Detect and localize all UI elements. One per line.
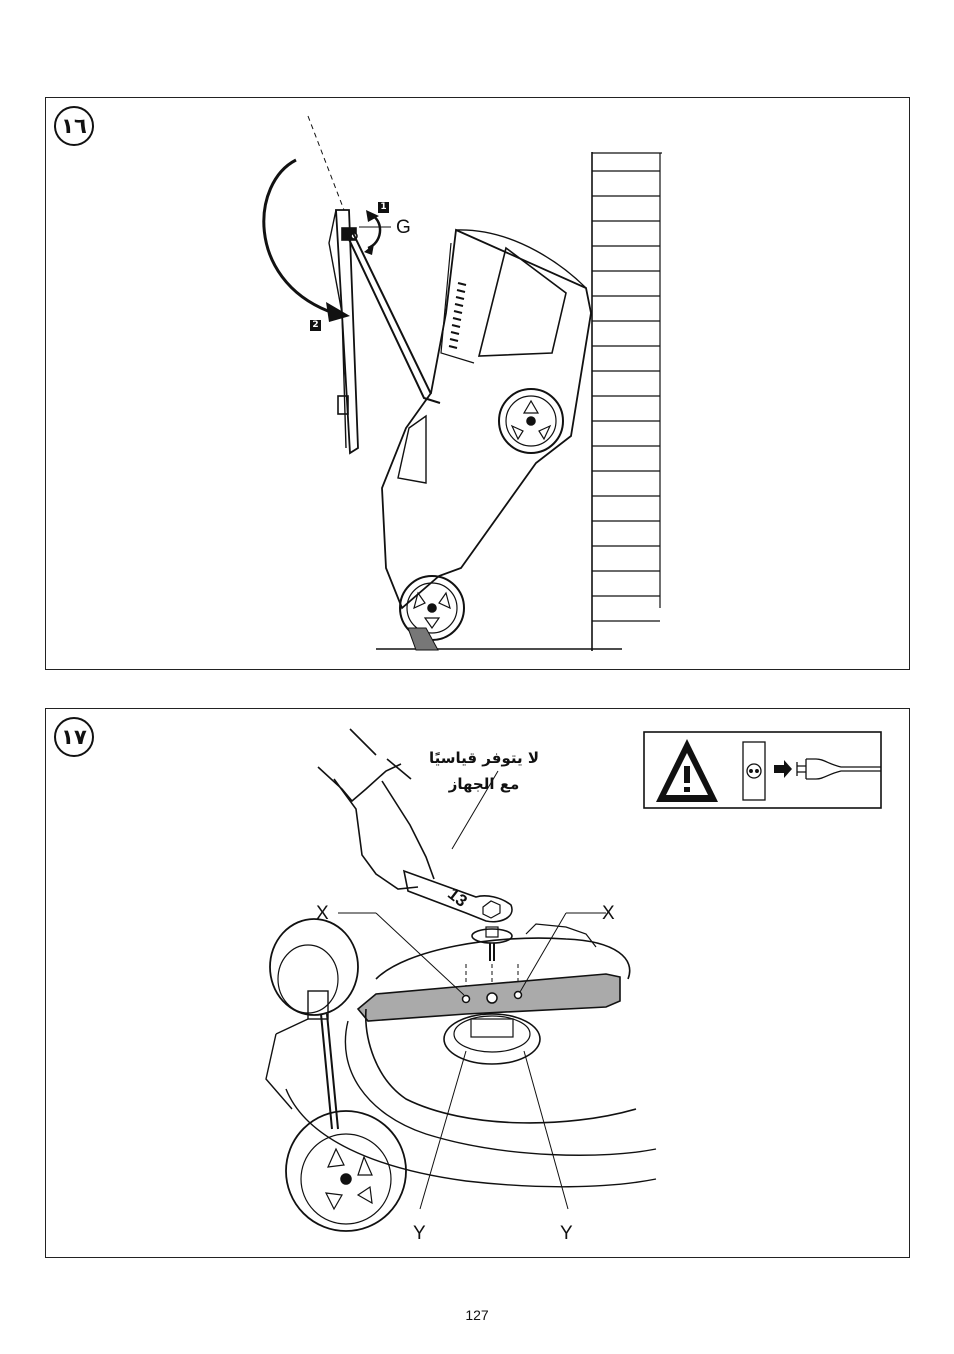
not-included-note-line-2: مع الجهاز [414,773,554,796]
wall-bricks [592,153,662,621]
step-1-marker: 1 [378,202,389,213]
label-x-left: X [316,904,329,923]
figure-17-panel: ١٧ لا يتوفر قياسيًا مع الجهاز 13 X X Y Y [45,708,910,1258]
label-y-right: Y [560,1224,573,1243]
figure-16-panel: ١٦ G 1 2 [45,97,910,670]
label-x-right: X [602,904,615,923]
figure-number-badge: ١٧ [54,717,94,757]
figure-number-badge: ١٦ [54,106,94,146]
step-2-marker: 2 [310,320,321,331]
label-g: G [396,218,411,237]
warning-triangle-icon [656,739,718,802]
label-y-left: Y [413,1224,426,1243]
not-included-note-line-1: لا يتوفر قياسيًا [414,747,554,770]
page-number: 127 [0,1307,954,1323]
unplug-socket-icon [743,742,881,800]
mower-tilted-illustration [46,98,909,669]
